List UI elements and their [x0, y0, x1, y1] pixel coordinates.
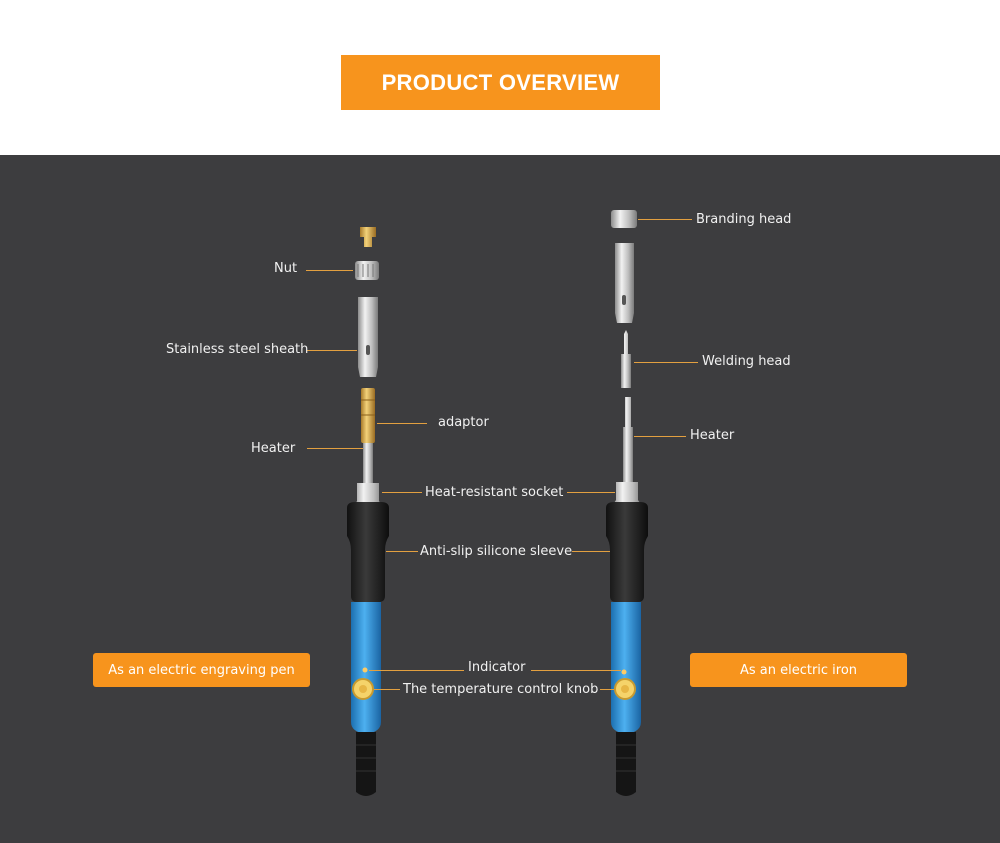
leader-sheath	[307, 350, 357, 351]
label-heat-resistant-socket: Heat-resistant socket	[425, 485, 564, 500]
leader-heater-right	[634, 436, 686, 437]
leader-welding	[634, 362, 698, 363]
label-indicator: Indicator	[468, 660, 526, 675]
leader-heater-left	[307, 448, 363, 449]
title-banner: PRODUCT OVERVIEW	[341, 55, 660, 110]
product-diagram-panel	[0, 155, 1000, 843]
leader-socket-left	[382, 492, 422, 493]
engraving-pen-illustration	[347, 227, 389, 796]
label-heater-right: Heater	[690, 428, 735, 443]
leader-socket-right	[567, 492, 615, 493]
label-stainless-steel-sheath: Stainless steel sheath	[166, 342, 309, 357]
tag-electric-iron: As an electric iron	[690, 653, 907, 687]
label-welding-head: Welding head	[702, 354, 791, 369]
leader-sleeve-left	[386, 551, 418, 552]
electric-iron-illustration	[606, 210, 648, 796]
label-branding-head: Branding head	[696, 212, 792, 227]
leader-adaptor	[377, 423, 427, 424]
label-anti-slip-sleeve: Anti-slip silicone sleeve	[420, 544, 573, 559]
leader-knob-right	[600, 689, 614, 690]
leader-indicator-right	[531, 670, 621, 671]
page-title: PRODUCT OVERVIEW	[381, 69, 620, 95]
leader-indicator-left	[369, 670, 464, 671]
header-area: PRODUCT OVERVIEW	[0, 0, 1000, 155]
tag-engraving-pen: As an electric engraving pen	[93, 653, 310, 687]
leader-branding	[638, 219, 692, 220]
leader-knob-left	[374, 689, 400, 690]
label-temperature-knob: The temperature control knob	[403, 682, 599, 697]
label-nut: Nut	[274, 261, 298, 276]
label-heater-left: Heater	[251, 441, 296, 456]
leader-sleeve-right	[572, 551, 610, 552]
leader-nut	[306, 270, 353, 271]
label-adaptor: adaptor	[438, 415, 489, 430]
